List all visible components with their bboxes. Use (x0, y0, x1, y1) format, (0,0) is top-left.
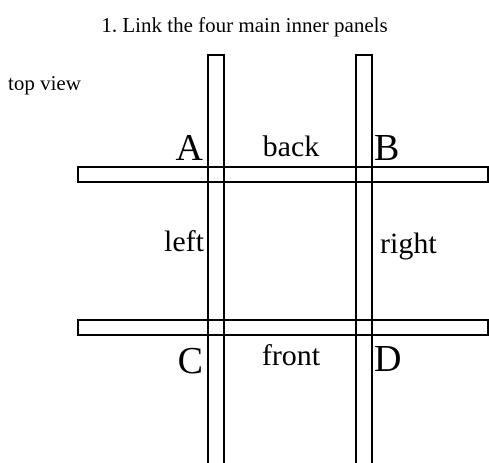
corner-label-b: B (374, 127, 399, 169)
corner-label-d: D (374, 338, 401, 380)
horizontal-panel-bottom (77, 319, 489, 336)
panel-label-right: right (380, 227, 437, 260)
horizontal-panel-top (77, 166, 489, 183)
corner-label-c: C (178, 340, 203, 382)
corner-label-a: A (176, 127, 204, 169)
vertical-panel-left (207, 54, 225, 463)
panel-label-back: back (263, 130, 320, 163)
panel-label-left: left (164, 225, 205, 258)
panel-label-front: front (262, 339, 321, 372)
view-label: top view (8, 71, 81, 95)
diagram-title: 1. Link the four main inner panels (101, 13, 388, 37)
vertical-panel-right (355, 54, 373, 463)
